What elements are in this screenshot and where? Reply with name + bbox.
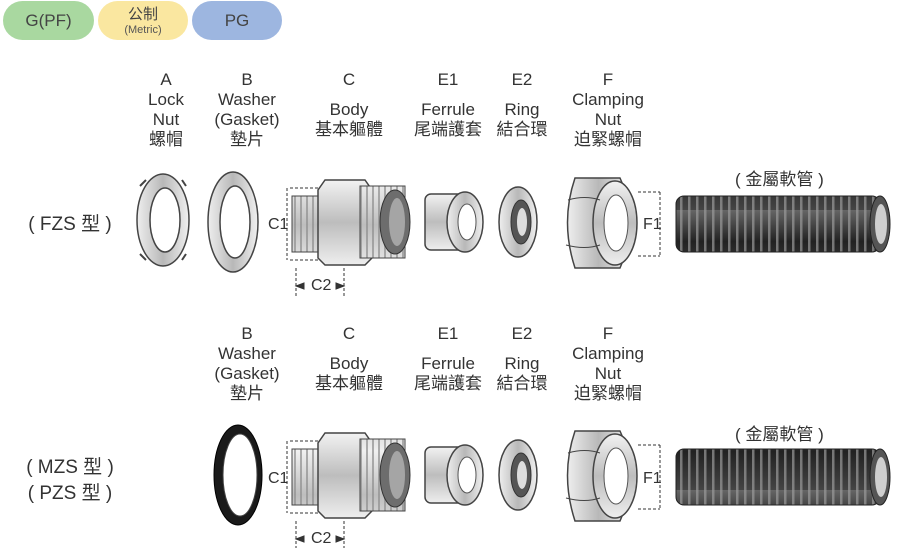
- metal-hose-drawing: [675, 195, 891, 253]
- washer-drawing-2: [213, 424, 263, 526]
- hose-label: ( 金屬軟管 ): [735, 170, 824, 189]
- type-label-fzs: ( FZS 型 ): [28, 214, 112, 235]
- type-label-mzs: ( MZS 型 ): [26, 457, 114, 478]
- dim-f1-2: F1: [643, 470, 662, 487]
- ring-drawing-2: [498, 439, 538, 511]
- tab-metric[interactable]: 公制 (Metric): [98, 1, 188, 40]
- dim-f1: F1: [643, 216, 662, 233]
- ring-drawing: [498, 186, 538, 258]
- washer-drawing: [207, 171, 259, 273]
- body-drawing-2: [291, 432, 411, 519]
- type-label-pzs: ( PZS 型 ): [27, 483, 113, 504]
- dim-c2: C2: [311, 277, 332, 294]
- dim-c1: C1: [268, 216, 289, 233]
- clamping-nut-drawing-2: [565, 430, 638, 522]
- dim-c2-2: C2: [311, 530, 332, 547]
- tab-pg[interactable]: PG: [192, 1, 282, 40]
- tab-pg-label: PG: [224, 10, 250, 30]
- tab-g-pf-label: G(PF): [25, 10, 72, 30]
- tab-metric-label: 公制: [127, 5, 158, 23]
- tab-metric-sublabel: (Metric): [124, 23, 162, 36]
- tab-g-pf[interactable]: G(PF): [3, 1, 94, 40]
- metal-hose-drawing-2: [675, 448, 891, 506]
- body-drawing: [291, 179, 411, 266]
- lock-nut-drawing: [136, 173, 190, 267]
- dimension-lines-row2: [286, 440, 661, 548]
- dim-c1-2: C1: [268, 470, 289, 487]
- hose-label-2: ( 金屬軟管 ): [735, 425, 824, 444]
- ferrule-drawing-2: [424, 444, 484, 506]
- dimension-lines-row1: [286, 187, 661, 296]
- clamping-nut-drawing: [565, 177, 638, 269]
- ferrule-drawing: [424, 191, 484, 253]
